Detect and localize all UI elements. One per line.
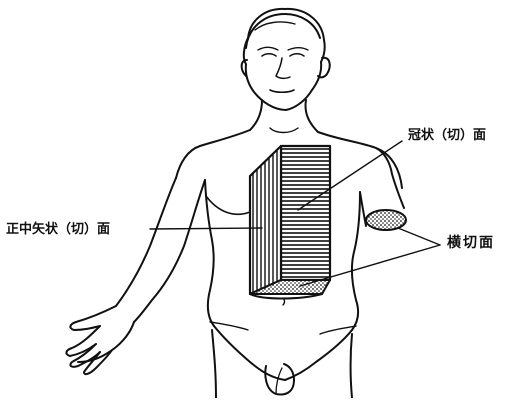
left-arm [66,178,205,374]
median-sagittal-plane-label: 正中矢状（切）面 [6,223,110,236]
transverse-leader-upper [398,228,440,245]
right-arm-stump [360,148,406,230]
head [242,9,330,110]
sagittal-leader [150,228,262,229]
coronal-plane-label: 冠状（切）面 [408,129,486,142]
section-block [250,146,330,299]
neck [250,100,318,133]
transverse-plane-label: 横切面 [447,236,495,250]
